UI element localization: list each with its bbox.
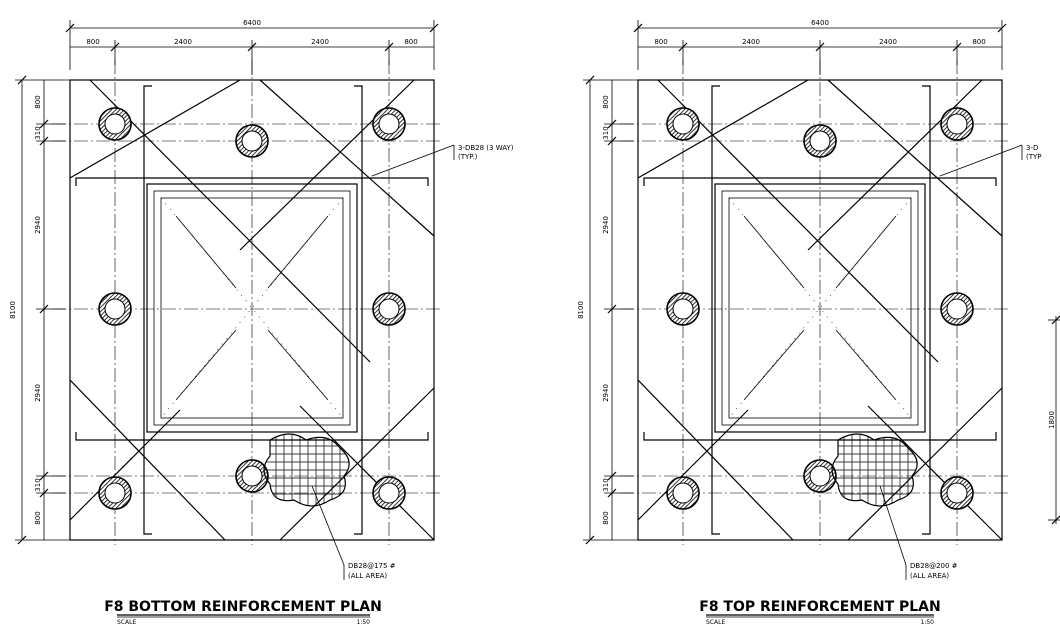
dim-left-4: 2940: [34, 384, 42, 402]
dim-left-2: 310: [34, 126, 42, 139]
dim-left-3: 2940: [602, 216, 610, 234]
edge-section-dim-text: 1800: [1048, 411, 1056, 429]
callout-mesh: DB28@200 # (ALL AREA): [879, 485, 958, 580]
mesh-text-line1: DB28@175 #: [348, 562, 396, 570]
mesh-text-line1: DB28@200 #: [910, 562, 958, 570]
piles: [98, 107, 406, 510]
dim-top-2: 2400: [174, 38, 192, 46]
callout-mesh: DB28@175 # (ALL AREA): [311, 485, 396, 580]
rebar-brackets: [75, 85, 429, 535]
mesh-cloud: [263, 433, 350, 507]
rebar-brackets: [643, 85, 997, 535]
plan-title: F8 TOP REINFORCEMENT PLAN: [699, 599, 941, 615]
plan-title-block: F8 TOP REINFORCEMENT PLAN SCALE 1:50: [699, 599, 941, 626]
dim-total-width: 6400: [811, 19, 829, 27]
dim-total-height: 8100: [9, 301, 17, 319]
dim-left-5: 310: [34, 478, 42, 491]
dim-chain-top: 6400 800 2400 2400 800: [65, 19, 439, 75]
mesh-text-line2: (ALL AREA): [348, 572, 387, 580]
plan-title-block: F8 BOTTOM REINFORCEMENT PLAN SCALE 1:50: [104, 599, 382, 626]
dim-left-2: 310: [602, 126, 610, 139]
plan-top: 6400 800 2400 2400 800 8100 800 310: [577, 19, 1042, 626]
dim-top-2: 2400: [742, 38, 760, 46]
dim-left-1: 800: [602, 95, 610, 108]
dim-chain-left: 8100 800 310 2940 2940 310 800: [9, 75, 70, 545]
scale-label: SCALE: [706, 619, 725, 626]
scale-label: SCALE: [117, 619, 136, 626]
plan-bottom: 6400 800 2400 2400 800 8100 800: [9, 19, 514, 626]
callout-text-line1: 3-DB28 (3 WAY): [458, 144, 514, 152]
callout-diagonal-bars: 3-DB28 (3 WAY) (TYP.): [371, 144, 514, 177]
dim-left-5: 310: [602, 478, 610, 491]
callout-text-line2: (TYP.): [458, 153, 478, 161]
dim-top-3: 2400: [879, 38, 897, 46]
mesh-cloud: [831, 433, 918, 507]
callout-text-line1: 3-D: [1026, 144, 1038, 152]
mesh-text-line2: (ALL AREA): [910, 572, 949, 580]
dim-left-6: 800: [34, 511, 42, 524]
dim-left-3: 2940: [34, 216, 42, 234]
callout-diagonal-bars: 3-D (TYP: [939, 144, 1042, 177]
dim-total-height: 8100: [577, 301, 585, 319]
column-pedestal: [146, 183, 358, 433]
dim-chain-left: 8100 800 310 2940 2940 310 800: [577, 75, 638, 545]
diagonal-rebars: [637, 79, 1003, 541]
dim-total-width: 6400: [243, 19, 261, 27]
callout-text-line2: (TYP: [1026, 153, 1042, 161]
dim-top-1: 800: [654, 38, 667, 46]
dim-top-4: 800: [404, 38, 417, 46]
dim-left-4: 2940: [602, 384, 610, 402]
column-pedestal: [714, 183, 926, 433]
scale-value: 1:50: [921, 619, 935, 626]
dim-top-4: 800: [972, 38, 985, 46]
edge-section-dim: 1800: [1048, 315, 1060, 525]
dim-left-1: 800: [34, 95, 42, 108]
dim-chain-top: 6400 800 2400 2400 800: [633, 19, 1007, 75]
dim-left-6: 800: [602, 511, 610, 524]
plan-title: F8 BOTTOM REINFORCEMENT PLAN: [104, 599, 382, 615]
diagonal-rebars: [69, 79, 435, 541]
piles: [666, 107, 974, 510]
dim-top-3: 2400: [311, 38, 329, 46]
dim-top-1: 800: [86, 38, 99, 46]
scale-value: 1:50: [357, 619, 371, 626]
